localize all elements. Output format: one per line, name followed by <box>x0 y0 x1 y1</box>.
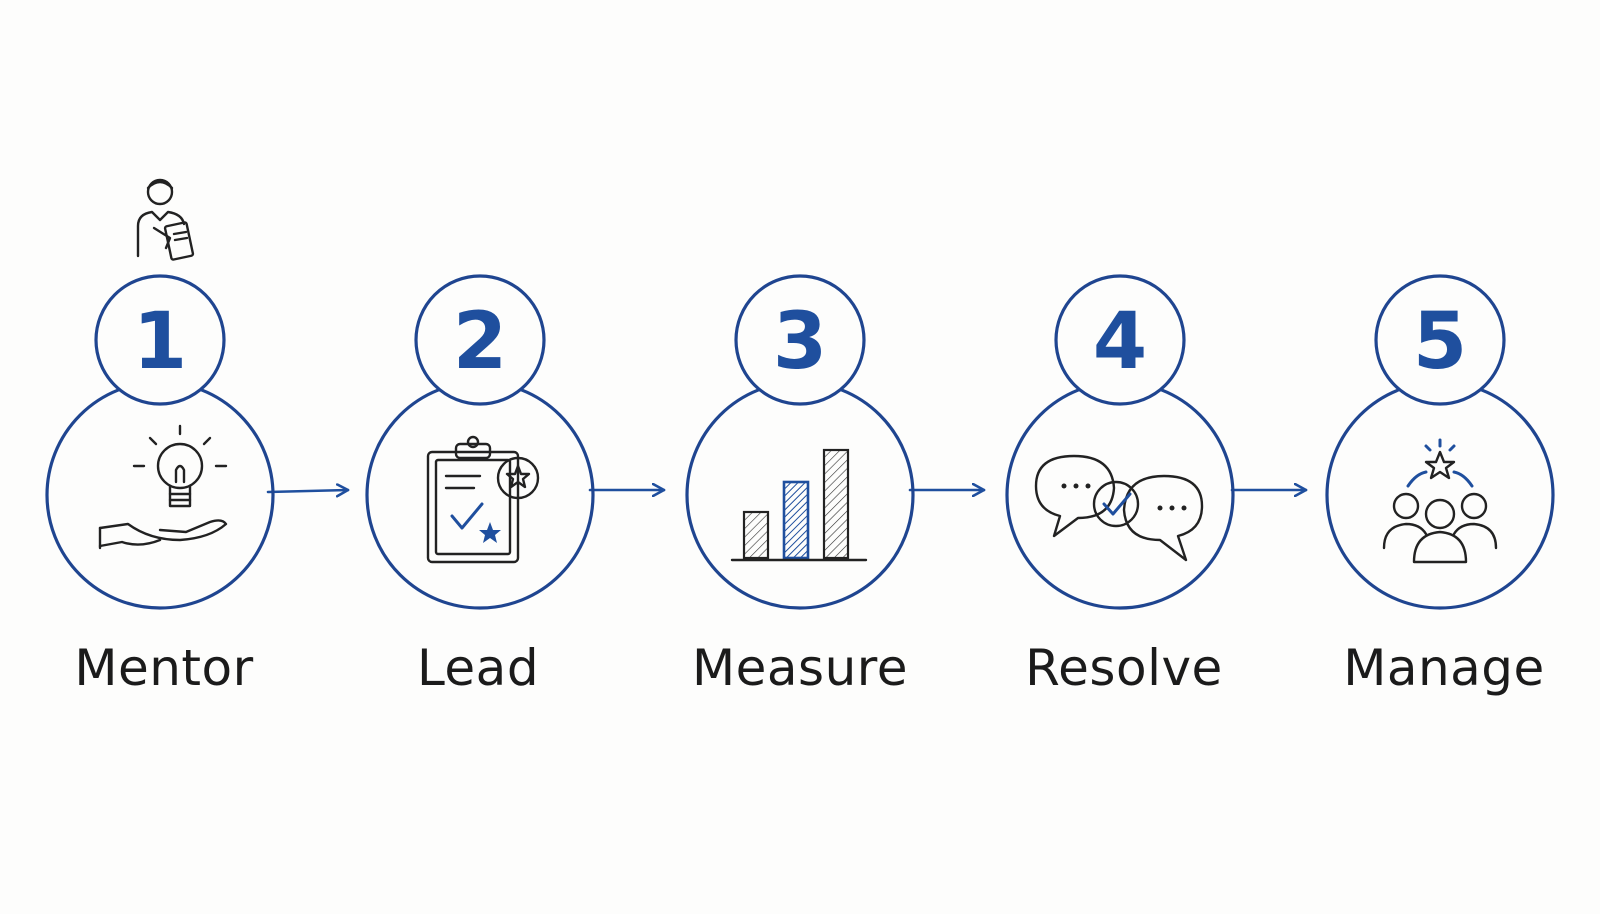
step-1-number: 1 <box>133 297 187 387</box>
clipboard-check-icon <box>426 435 540 564</box>
connector-arrows <box>266 490 1308 492</box>
step-2: 2 Lead <box>365 274 595 697</box>
step-4-badge <box>1054 274 1186 406</box>
person-clipboard-icon <box>136 178 195 261</box>
bar-chart-icon <box>730 448 868 562</box>
team-star-icon <box>1382 438 1498 564</box>
step-3-number: 3 <box>773 297 827 387</box>
speech-bubbles-check-icon <box>1034 454 1204 562</box>
step-3-label: Measure <box>692 639 908 697</box>
step-3: 3 Measure <box>685 274 915 697</box>
step-5-ring <box>1325 380 1555 610</box>
step-2-badge <box>414 274 546 406</box>
step-5-badge <box>1374 274 1506 406</box>
step-5-label: Manage <box>1343 639 1545 697</box>
step-2-ring <box>365 380 595 610</box>
step-4: 4 Resolve <box>1005 274 1235 697</box>
step-5: 5 Manage <box>1325 274 1555 697</box>
step-2-number: 2 <box>453 297 507 387</box>
step-4-label: Resolve <box>1025 639 1223 697</box>
step-3-badge <box>734 274 866 406</box>
step-1-badge <box>94 274 226 406</box>
step-1-ring <box>45 380 275 610</box>
step-2-label: Lead <box>417 639 539 697</box>
lightbulb-hand-icon <box>98 424 228 550</box>
step-1: 1 Mentor <box>45 274 275 697</box>
step-5-number: 5 <box>1413 297 1467 387</box>
step-4-number: 4 <box>1093 297 1147 387</box>
step-4-ring <box>1005 380 1235 610</box>
arrow-1-2 <box>266 490 350 492</box>
step-1-label: Mentor <box>74 639 253 697</box>
